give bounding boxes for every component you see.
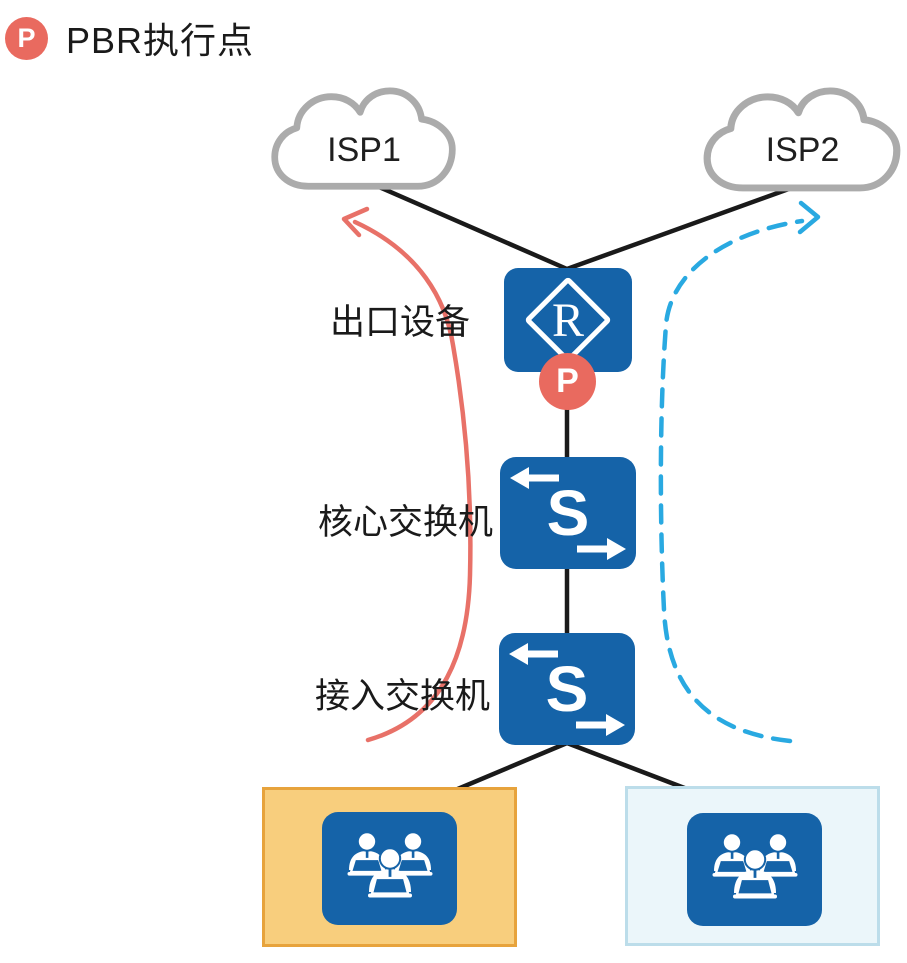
user-group-left-node <box>322 812 457 925</box>
link-isp2-router <box>564 183 800 272</box>
flow-path-to-isp1 <box>352 219 473 743</box>
users-icon <box>345 830 434 899</box>
isp1-label: ISP1 <box>327 131 401 169</box>
core-switch-letter: S <box>546 477 590 549</box>
pbr-legend-icon: P <box>5 16 48 60</box>
users-icon <box>710 831 799 900</box>
flow-arrowhead-isp2 <box>797 200 821 235</box>
legend-label: PBR执行点 <box>66 20 255 61</box>
right-arrow-icon <box>576 714 625 736</box>
user-group-right-node <box>687 813 822 926</box>
core-switch-node: S <box>500 457 636 569</box>
left-arrow-icon <box>509 643 558 665</box>
isp2-label: ISP2 <box>765 131 840 169</box>
core-switch-label: 核心交换机 <box>317 503 493 542</box>
access-switch-letter: S <box>545 653 589 725</box>
pbr-execution-point-badge: P <box>539 353 596 410</box>
flow-arrowhead-isp1 <box>341 206 370 238</box>
right-arrow-icon <box>577 538 626 560</box>
isp1-cloud-shape <box>271 87 456 190</box>
left-arrow-icon <box>510 467 559 489</box>
legend: P PBR执行点 <box>5 12 254 64</box>
router-label: 出口设备 <box>329 303 470 342</box>
access-switch-node: S <box>499 633 635 745</box>
flow-path-to-isp2 <box>658 218 805 744</box>
isp2-cloud-shape <box>703 87 901 192</box>
access-switch-label: 接入交换机 <box>314 677 490 716</box>
link-isp1-router <box>367 180 570 272</box>
router-letter: R <box>551 293 584 347</box>
